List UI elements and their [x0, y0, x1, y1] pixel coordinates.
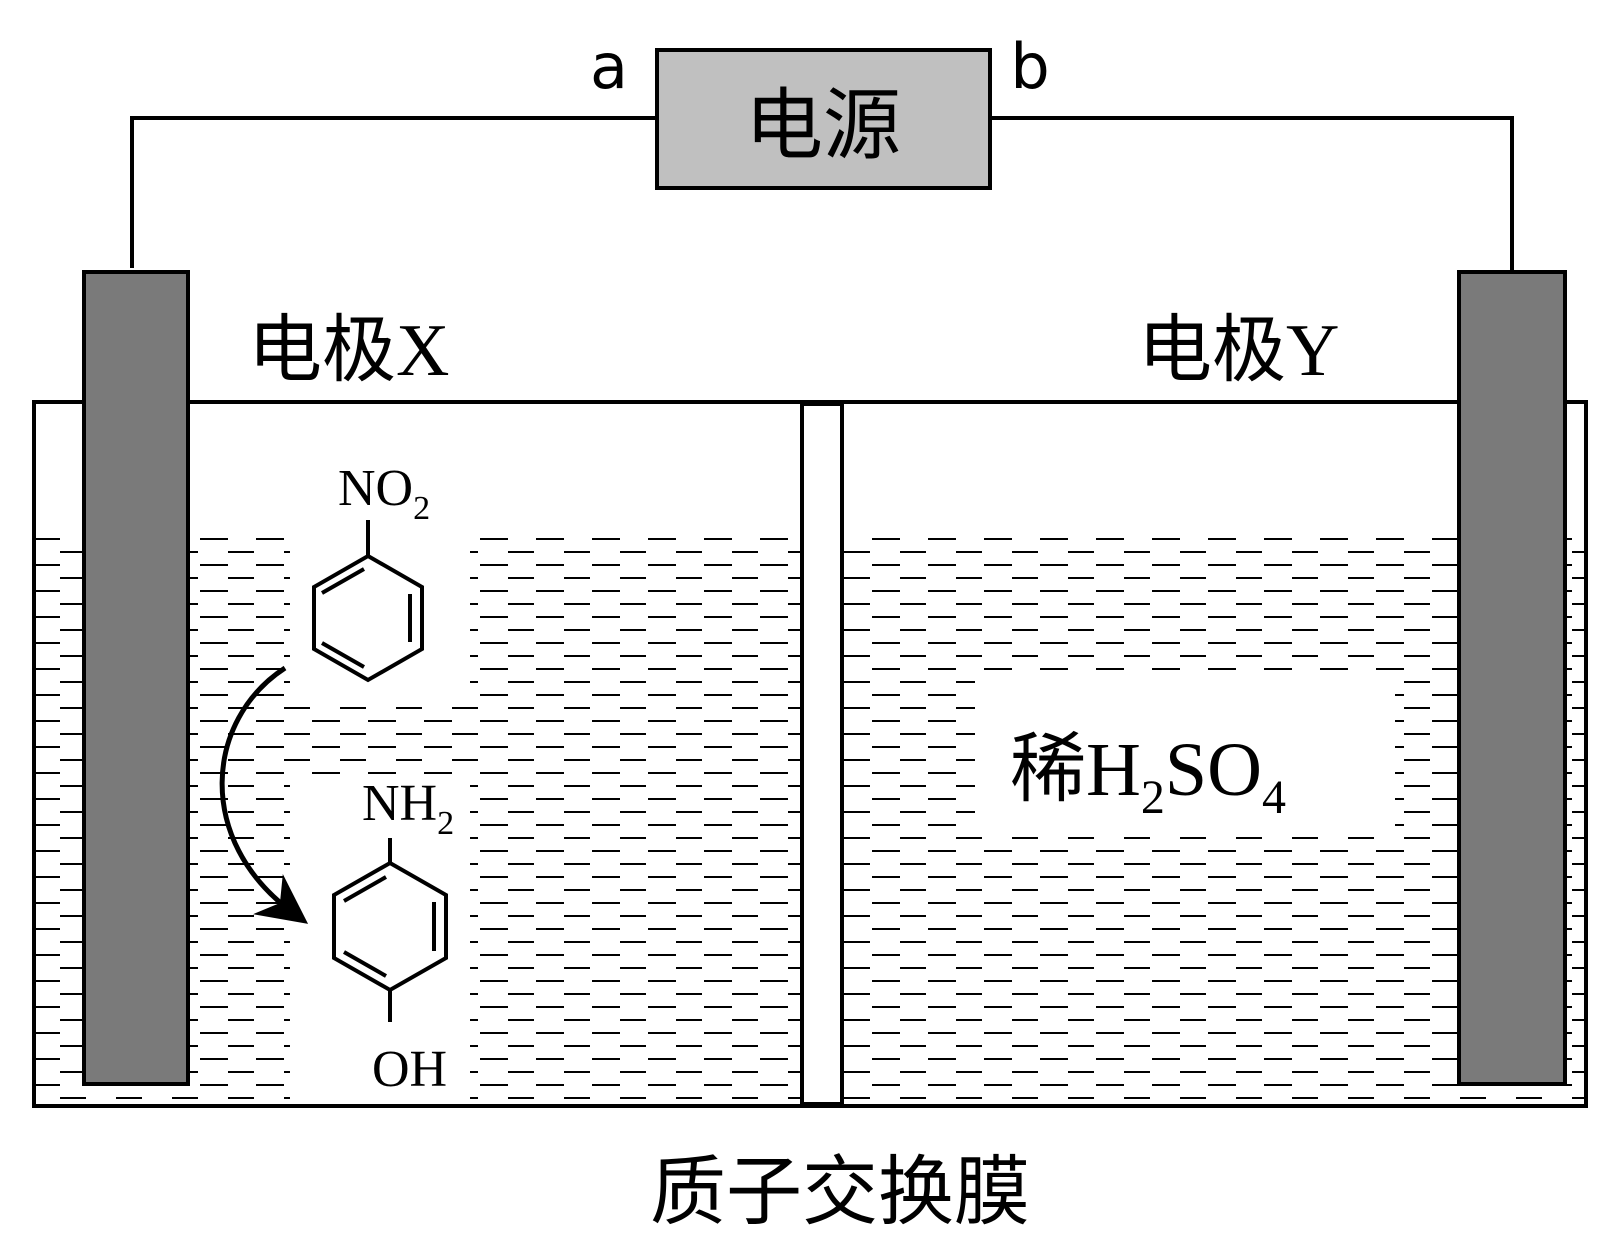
aminophenol-molecule: NH2 OH	[332, 775, 454, 1098]
terminal-a-label: a	[590, 30, 628, 103]
proton-exchange-membrane	[800, 402, 844, 1106]
electrode-x	[82, 270, 190, 1086]
amino-group-label: NH2	[362, 775, 454, 842]
nitrobenzene-molecule: NO2	[312, 460, 430, 683]
reaction-arrow	[219, 665, 309, 924]
power-source-box	[655, 48, 992, 190]
nitro-group-label: NO2	[338, 460, 430, 527]
membrane-label: 质子交换膜	[650, 1151, 1030, 1235]
electrode-x-label: 电极X	[248, 310, 449, 392]
electrode-y	[1457, 270, 1567, 1086]
hydroxyl-group-label: OH	[372, 1041, 447, 1098]
electrode-y-label: 电极Y	[1138, 310, 1339, 392]
circuit-wires	[130, 116, 1514, 272]
terminal-b-label: b	[1010, 30, 1049, 103]
power-source-label: 电源	[745, 82, 901, 169]
electrolyte-label: 稀H2SO4	[1010, 728, 1286, 824]
